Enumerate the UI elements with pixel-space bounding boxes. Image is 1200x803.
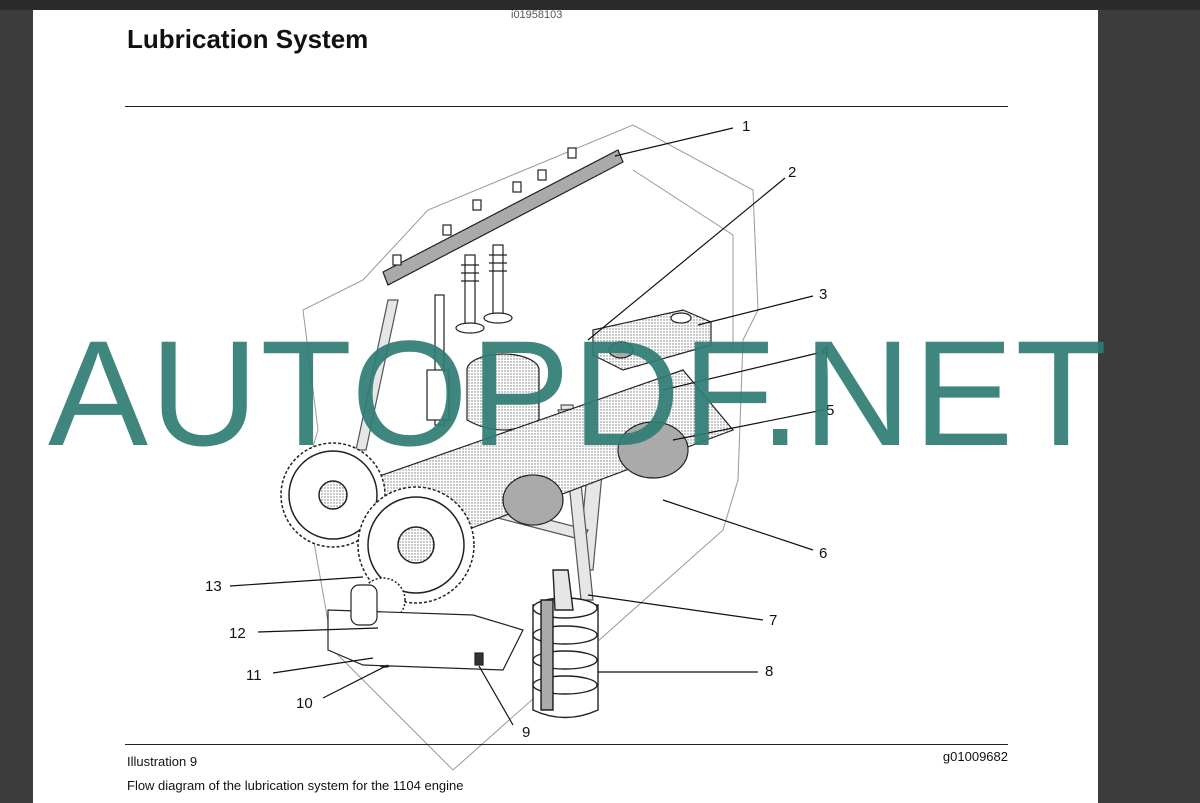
relief-valve (474, 652, 484, 666)
figure-caption: Flow diagram of the lubrication system f… (127, 778, 464, 793)
callout-3: 3 (819, 286, 827, 303)
rocker-shaft (382, 147, 624, 286)
callout-numbers: 1 2 3 4 5 6 7 8 9 10 11 12 13 (205, 118, 834, 741)
bottom-divider (125, 744, 1008, 745)
timing-gears (280, 442, 475, 668)
viewer-top-bar (0, 0, 1200, 10)
piston (466, 353, 540, 431)
callout-12: 12 (229, 625, 246, 642)
top-divider (125, 106, 1008, 107)
callout-11: 11 (246, 667, 262, 684)
crankshaft (367, 369, 735, 551)
callout-leaders (229, 127, 824, 726)
valves (455, 244, 513, 334)
callout-5: 5 (826, 402, 834, 419)
callout-4: 4 (821, 343, 829, 360)
callout-6: 6 (819, 545, 827, 562)
callout-8: 8 (765, 663, 773, 680)
callout-9: 9 (522, 724, 530, 741)
callout-10: 10 (296, 695, 313, 712)
callout-1: 1 (742, 118, 750, 135)
document-id: i01958103 (511, 10, 563, 20)
illustration-label: Illustration 9 (127, 754, 198, 769)
oil-filter (532, 569, 599, 719)
callout-7: 7 (769, 612, 777, 629)
lubrication-diagram: 1 2 3 4 5 6 7 8 9 10 11 12 13 (205, 118, 834, 771)
document-page: i01958103 Lubrication System (33, 10, 1098, 803)
oil-cooler (592, 309, 712, 371)
page-title: Lubrication System (127, 24, 369, 54)
callout-2: 2 (788, 164, 796, 181)
callout-13: 13 (205, 578, 222, 595)
pushrod (426, 294, 450, 426)
graphic-code: g01009682 (942, 749, 1008, 764)
engine-block-outline (302, 124, 759, 771)
oil-pump (327, 584, 524, 671)
